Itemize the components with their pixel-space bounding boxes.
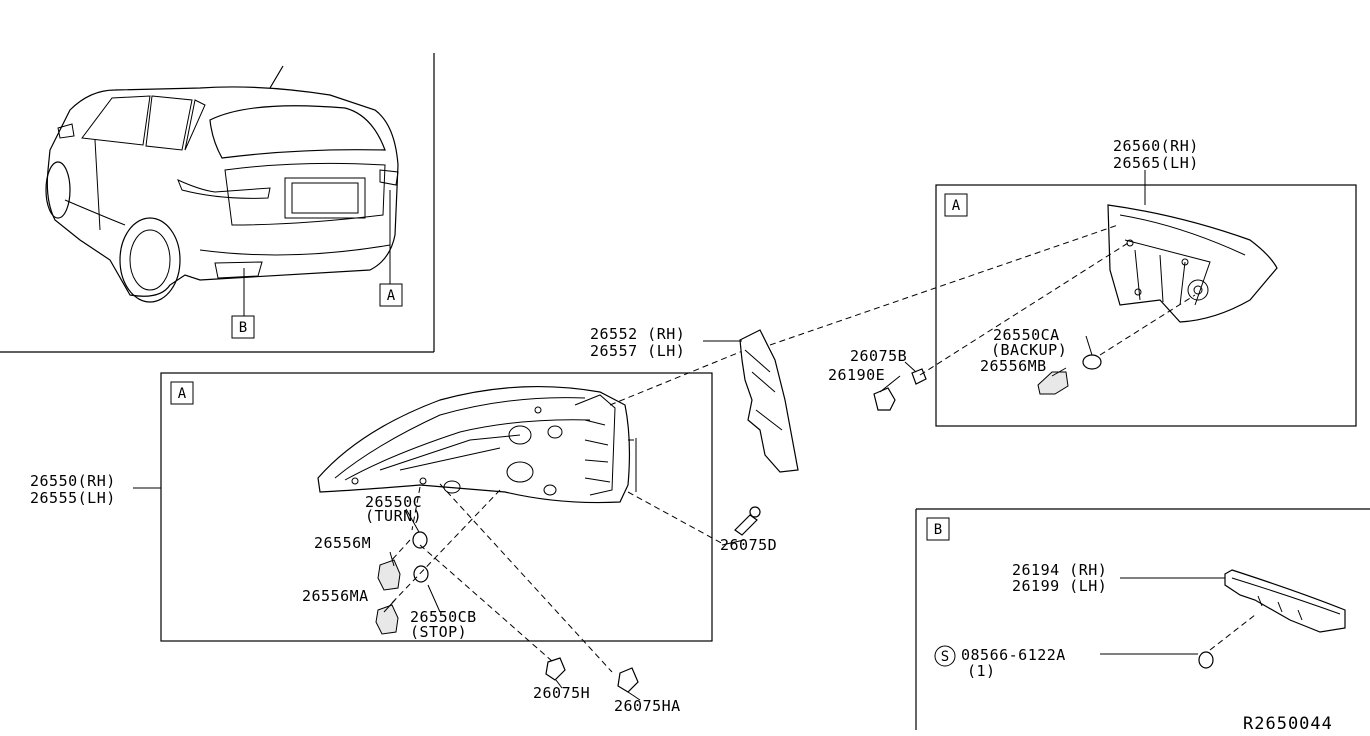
clip-26190e — [873, 387, 896, 411]
label-26190e: 26190E — [828, 366, 885, 384]
label-26550ca: 26550CA — [993, 326, 1060, 344]
socket-26556m — [377, 559, 401, 591]
clip-26075h — [545, 657, 566, 689]
bulb-socket-parts — [375, 531, 429, 635]
callout-b-marker — [231, 315, 255, 339]
label-26565: 26565(LH) — [1113, 154, 1199, 172]
s-symbol-circle — [934, 645, 956, 667]
label-26550cb: 26550CB — [410, 608, 477, 626]
label-26556ma: 26556MA — [302, 587, 369, 605]
view-a-inner: A — [769, 170, 1357, 427]
callout-b-letter: B — [239, 320, 247, 336]
part-labels: 26560(RH) 26565(LH) 26552 (RH) 26557 (LH… — [30, 137, 1333, 734]
label-26550c: 26550C — [365, 493, 422, 511]
view-a-inner-frame — [935, 184, 1357, 427]
view-b-marker: B — [934, 522, 942, 538]
label-26550: 26550(RH) — [30, 472, 116, 490]
label-26550cb-stop: (STOP) — [410, 623, 467, 641]
screw-08566 — [1198, 651, 1214, 669]
label-26194: 26194 (RH) — [1012, 561, 1107, 579]
label-26560: 26560(RH) — [1113, 137, 1199, 155]
label-26556m: 26556M — [314, 534, 371, 552]
callout-a-letter: A — [387, 288, 396, 304]
clip-26075b — [911, 368, 927, 385]
stop-bulb — [413, 565, 429, 583]
view-a-main-frame — [160, 372, 713, 642]
label-08566-qty: (1) — [967, 662, 996, 680]
label-26550ca-backup: (BACKUP) — [991, 341, 1067, 359]
label-26075d: 26075D — [720, 536, 777, 554]
view-b: B S — [915, 508, 1370, 730]
label-26199: 26199 (LH) — [1012, 577, 1107, 595]
label-26555: 26555(LH) — [30, 489, 116, 507]
label-26075ha: 26075HA — [614, 697, 681, 715]
view-a-main-marker: A — [178, 386, 187, 402]
backup-bulb — [1082, 354, 1102, 370]
vehicle-illustration — [45, 65, 399, 303]
socket-26556ma — [375, 604, 399, 635]
turn-bulb — [412, 531, 428, 549]
s-symbol-letter: S — [941, 649, 949, 665]
inner-combination-lamp — [1107, 204, 1278, 323]
finisher-panel — [703, 329, 799, 473]
label-26075h: 26075H — [533, 684, 590, 702]
high-mount-stop-lamp — [1224, 569, 1346, 633]
label-26556mb: 26556MB — [980, 357, 1047, 375]
socket-26556mb — [1037, 371, 1069, 395]
callout-a-marker — [379, 283, 403, 307]
label-26550c-turn: (TURN) — [365, 507, 422, 525]
label-26075b: 26075B — [850, 347, 907, 365]
view-a-inner-marker: A — [952, 198, 961, 214]
label-26557: 26557 (LH) — [590, 342, 685, 360]
rear-combination-lamp — [317, 385, 631, 504]
clip-26075ha — [617, 667, 641, 701]
label-26552: 26552 (RH) — [590, 325, 685, 343]
reference-code: R2650044 — [1243, 714, 1333, 734]
view-a-main: A — [133, 349, 746, 673]
screw-26075d — [721, 506, 761, 546]
label-08566: 08566-6122A — [961, 646, 1066, 664]
vehicle-overview: A B — [0, 53, 435, 353]
